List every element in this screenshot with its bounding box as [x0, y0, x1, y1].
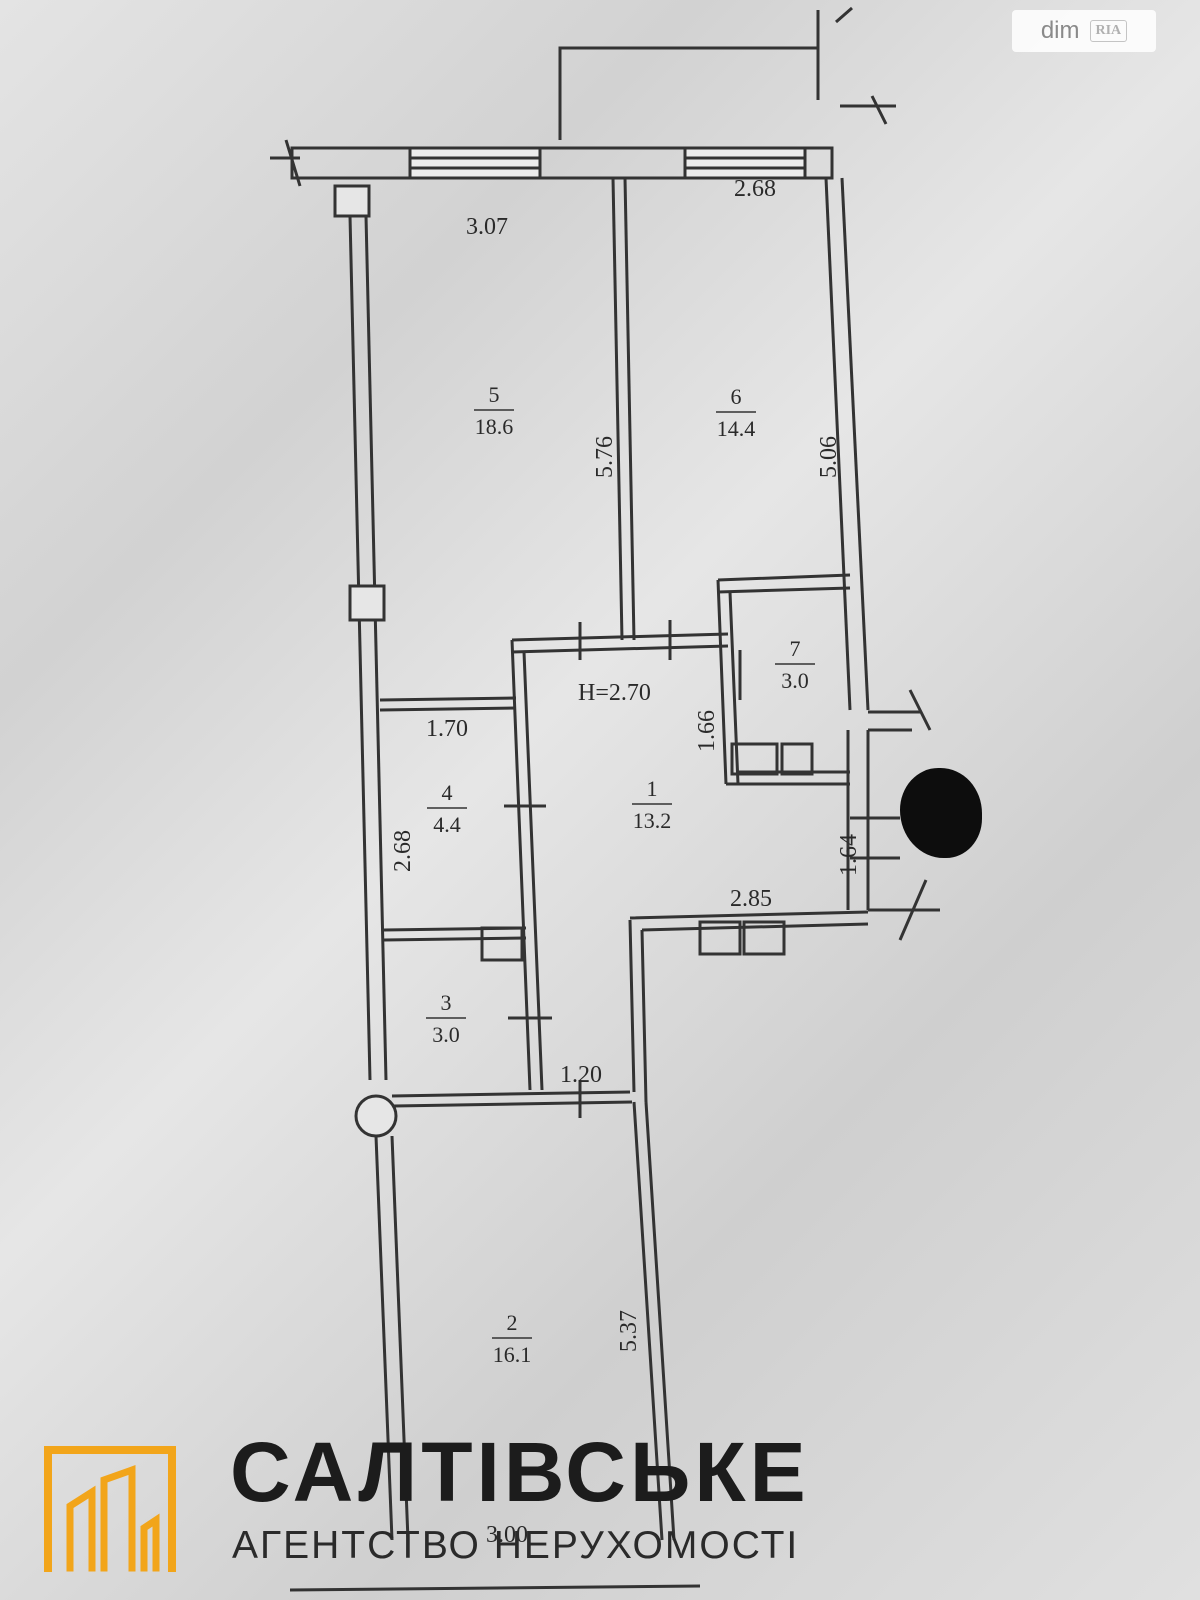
balcony-outline [558, 46, 820, 140]
dim-room-4-length: 2.68 [390, 830, 416, 872]
dim-room-2-width: 3.00 [486, 1522, 528, 1548]
room-1-label: 1 13.2 [632, 776, 672, 833]
room-1-area: 13.2 [633, 808, 672, 833]
wall-3-top [383, 926, 527, 942]
hall-bottom-wall [629, 910, 869, 932]
redaction-blot [900, 768, 982, 858]
room-5-area: 18.6 [475, 414, 514, 439]
break-mark [270, 139, 302, 187]
hall-left-wall [510, 639, 544, 1091]
logo-building-2 [100, 1465, 136, 1572]
hall-top-wall [511, 632, 729, 654]
right-wall-inner [840, 177, 870, 711]
left-wall-inner [364, 215, 388, 1081]
dim-room-5-width: 3.07 [466, 214, 508, 240]
dim-room-3-bottom: 1.20 [560, 1062, 602, 1088]
room-4-number: 4 [442, 780, 453, 805]
dim-hall-bottom: 2.85 [730, 886, 772, 912]
watermark: dim RIA [1012, 10, 1156, 52]
room-4-label: 4 4.4 [427, 780, 467, 837]
agency-logo-icon [44, 1446, 176, 1572]
window-room-6 [683, 146, 807, 180]
dim-room-4-width: 1.70 [426, 716, 468, 742]
room-7-left [716, 579, 740, 785]
column-top [333, 184, 371, 218]
shaft-3 [480, 926, 524, 962]
room-6-number: 6 [731, 384, 742, 409]
logo-frame [44, 1446, 176, 1572]
shaft-7b [780, 742, 814, 776]
room-labels: 5 18.6 6 14.4 7 3.0 1 13.2 4 4.4 3 3.0 [426, 382, 815, 1367]
wall-4-top [379, 696, 517, 712]
room-2-label: 2 16.1 [492, 1310, 532, 1367]
room-2-right-wall [632, 1101, 676, 1541]
dim-entry-width: 1.64 [836, 834, 862, 876]
room-5-number: 5 [489, 382, 500, 407]
break-mark [868, 689, 932, 732]
partition-5-6 [611, 177, 624, 641]
room-1-number: 1 [647, 776, 658, 801]
ceiling-height-label: H=2.70 [578, 680, 651, 706]
room-7-area: 3.0 [781, 668, 809, 693]
column-round [354, 1094, 398, 1138]
shaft-b [742, 920, 786, 956]
logo-building-3 [140, 1513, 160, 1572]
room-7-number: 7 [790, 636, 801, 661]
dimension-labels: 3.07 2.68 5.76 5.06 1.70 1.66 2.68 1.64 … [390, 176, 862, 1548]
agency-tagline: АГЕНТСТВО НЕРУХОМОСТІ [232, 1524, 800, 1567]
dim-room-6-length: 5.06 [816, 436, 842, 478]
watermark-badge: RIA [1089, 20, 1128, 42]
left-wall-outer [348, 215, 372, 1081]
room-3-area: 3.0 [432, 1022, 460, 1047]
dim-room-2-length: 5.37 [616, 1310, 642, 1352]
room-4-area: 4.4 [433, 812, 461, 837]
wall-2-top [391, 1090, 633, 1108]
break-mark [840, 95, 896, 125]
right-wall-outer [824, 177, 852, 711]
window-room-5 [408, 146, 542, 180]
room-7-bottom [726, 770, 850, 786]
room-6-area: 14.4 [717, 416, 756, 441]
room-7-top [717, 573, 851, 594]
shaft-7a [730, 742, 779, 776]
dim-room-5-length: 5.76 [592, 436, 618, 478]
agency-name: САЛТІВСЬКЕ [230, 1425, 810, 1519]
break-mark [835, 6, 853, 24]
hall-right-wall [628, 919, 648, 1103]
right-wall-entry [846, 730, 870, 910]
break-mark [868, 879, 940, 941]
bottom-wall [289, 1584, 701, 1592]
dim-room-7-height: 1.66 [694, 710, 720, 752]
plan-walls [270, 6, 940, 1592]
logo-building-1 [66, 1485, 96, 1572]
room-2-number: 2 [507, 1310, 518, 1335]
room-3-number: 3 [441, 990, 452, 1015]
watermark-text: dim [1040, 17, 1080, 44]
room-7-label: 7 3.0 [775, 636, 815, 693]
room-5-label: 5 18.6 [474, 382, 514, 439]
column-mid [348, 584, 386, 622]
room-6-label: 6 14.4 [716, 384, 756, 441]
room-3-label: 3 3.0 [426, 990, 466, 1047]
shaft-a [698, 920, 742, 956]
room-2-area: 16.1 [493, 1342, 532, 1367]
dim-room-6-width: 2.68 [734, 176, 776, 202]
left-wall-lower-inner [390, 1135, 410, 1541]
left-wall-lower [374, 1135, 394, 1541]
agency-brand-bar: САЛТІВСЬКЕ АГЕНТСТВО НЕРУХОМОСТІ [0, 1420, 1200, 1600]
partition-5-6-b [623, 177, 636, 641]
